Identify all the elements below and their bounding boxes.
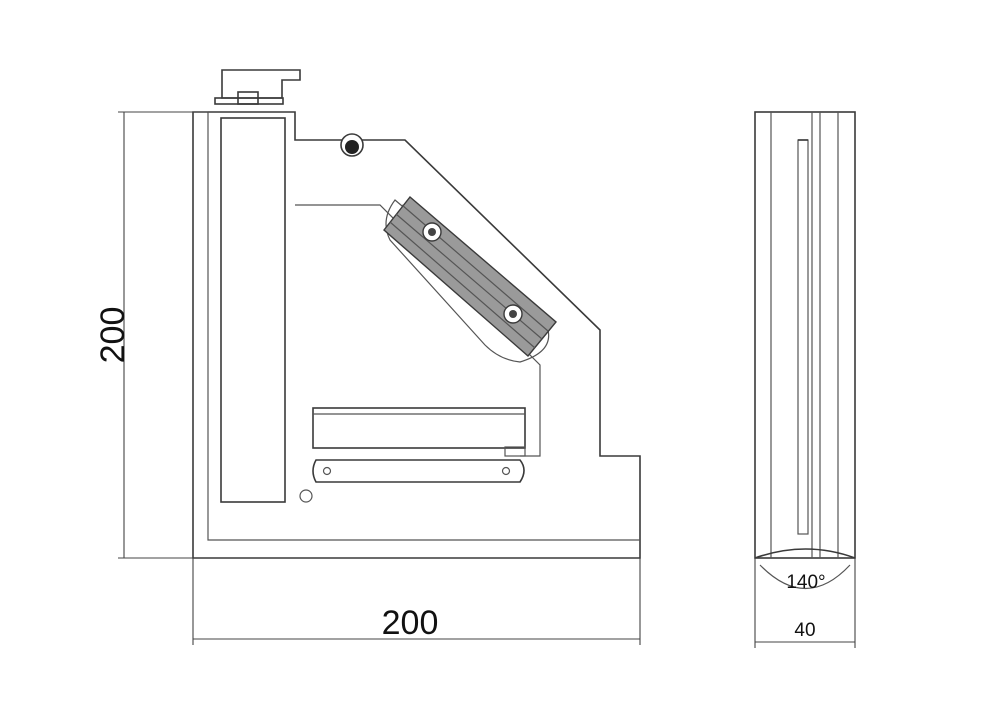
height-label: 200 [94,307,132,364]
side-bottom-profile [754,548,856,559]
vertical-magnet-block [220,117,286,503]
width-dimension: 200 [192,558,641,645]
small-hole [299,489,313,503]
mount-hole-right [501,466,511,476]
horizontal-magnet-block [312,407,526,449]
side-view: 140° [754,111,856,593]
holder-inner-border [207,112,640,541]
front-view [192,69,641,559]
release-lever [214,69,301,105]
angled-magnet [383,195,557,358]
depth-label: 40 [794,620,815,641]
depth-dimension: 40 [754,558,856,648]
angled-slot [385,199,550,363]
inner-window [295,204,541,457]
height-dimension: 200 [94,111,208,559]
holder-outline [192,111,641,559]
angle-label: 140° [786,572,825,593]
side-slot [797,139,809,535]
magnet-screw-bottom [503,304,523,324]
adjust-screw [504,446,526,457]
pivot-screw [345,140,359,154]
magnet-screw-top [422,222,442,242]
base-plate [312,459,525,483]
mount-hole-left [322,466,332,476]
width-label: 200 [382,604,439,642]
angle-arc [759,564,851,589]
side-body [754,111,856,559]
